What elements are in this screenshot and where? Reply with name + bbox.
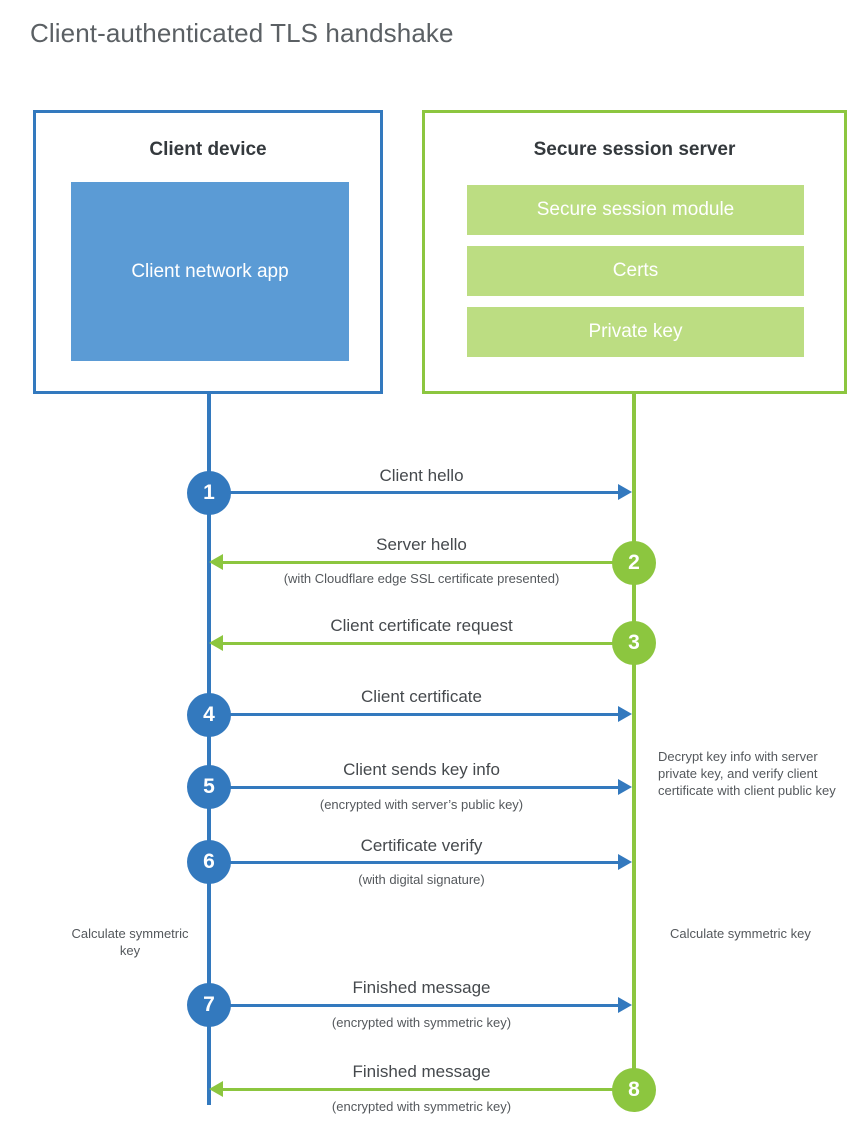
client-network-app-block: Client network app bbox=[71, 182, 349, 361]
secure-session-server-title: Secure session server bbox=[533, 139, 736, 160]
message-label-1: Client hello bbox=[379, 466, 464, 485]
message-label-8: Finished message bbox=[352, 1062, 491, 1081]
client-lifeline bbox=[207, 393, 211, 1105]
step-number-1: 1 bbox=[187, 471, 231, 515]
server-lifeline bbox=[632, 393, 636, 1093]
arrow-line-6 bbox=[209, 861, 618, 864]
client-calculate-symmetric-key-annotation: Calculate symmetric key bbox=[71, 926, 189, 958]
message-label-2: Server hello bbox=[376, 535, 467, 554]
step-number-6: 6 bbox=[187, 840, 231, 884]
message-label-5: Client sends key info bbox=[343, 760, 500, 779]
step-number-3: 3 bbox=[612, 621, 656, 665]
secure-session-server-box: Secure session server Secure session mod… bbox=[422, 110, 847, 394]
server-components-list: Secure session module Certs Private key bbox=[467, 185, 804, 368]
message-sublabel-7: (encrypted with symmetric key) bbox=[331, 1015, 512, 1030]
message-sublabel-8: (encrypted with symmetric key) bbox=[331, 1099, 512, 1114]
step-number-5: 5 bbox=[187, 765, 231, 809]
step-number-4: 4 bbox=[187, 693, 231, 737]
message-sublabel-6: (with digital signature) bbox=[358, 872, 485, 887]
step-number-8: 8 bbox=[612, 1068, 656, 1112]
server-calculate-symmetric-key-annotation: Calculate symmetric key bbox=[670, 926, 811, 941]
arrow-head-left-icon-8 bbox=[209, 1081, 223, 1097]
arrow-head-right-icon-6 bbox=[618, 854, 632, 870]
arrow-head-right-icon-5 bbox=[618, 779, 632, 795]
server-component-secure-session-module: Secure session module bbox=[467, 185, 804, 235]
arrow-head-right-icon-4 bbox=[618, 706, 632, 722]
arrow-line-2 bbox=[223, 561, 634, 564]
arrow-line-5 bbox=[209, 786, 618, 789]
arrow-line-4 bbox=[209, 713, 618, 716]
message-label-6: Certificate verify bbox=[360, 836, 483, 855]
client-device-box: Client device Client network app bbox=[33, 110, 383, 394]
arrow-line-8 bbox=[223, 1088, 634, 1091]
client-device-title: Client device bbox=[149, 139, 267, 160]
arrow-head-right-icon-1 bbox=[618, 484, 632, 500]
step-number-2: 2 bbox=[612, 541, 656, 585]
message-sublabel-2: (with Cloudflare edge SSL certificate pr… bbox=[283, 571, 560, 586]
step-number-7: 7 bbox=[187, 983, 231, 1027]
server-component-private-key: Private key bbox=[467, 307, 804, 357]
arrow-line-1 bbox=[209, 491, 618, 494]
message-label-7: Finished message bbox=[352, 978, 491, 997]
server-component-certs: Certs bbox=[467, 246, 804, 296]
message-label-4: Client certificate bbox=[361, 687, 482, 706]
message-label-3: Client certificate request bbox=[330, 616, 513, 635]
arrow-head-left-icon-2 bbox=[209, 554, 223, 570]
arrow-head-left-icon-3 bbox=[209, 635, 223, 651]
arrow-line-7 bbox=[209, 1004, 618, 1007]
message-sublabel-5: (encrypted with server’s public key) bbox=[319, 797, 524, 812]
server-decrypt-annotation: Decrypt key info with server private key… bbox=[658, 749, 836, 798]
arrow-head-right-icon-7 bbox=[618, 997, 632, 1013]
page-title: Client-authenticated TLS handshake bbox=[30, 18, 454, 48]
arrow-line-3 bbox=[223, 642, 634, 645]
